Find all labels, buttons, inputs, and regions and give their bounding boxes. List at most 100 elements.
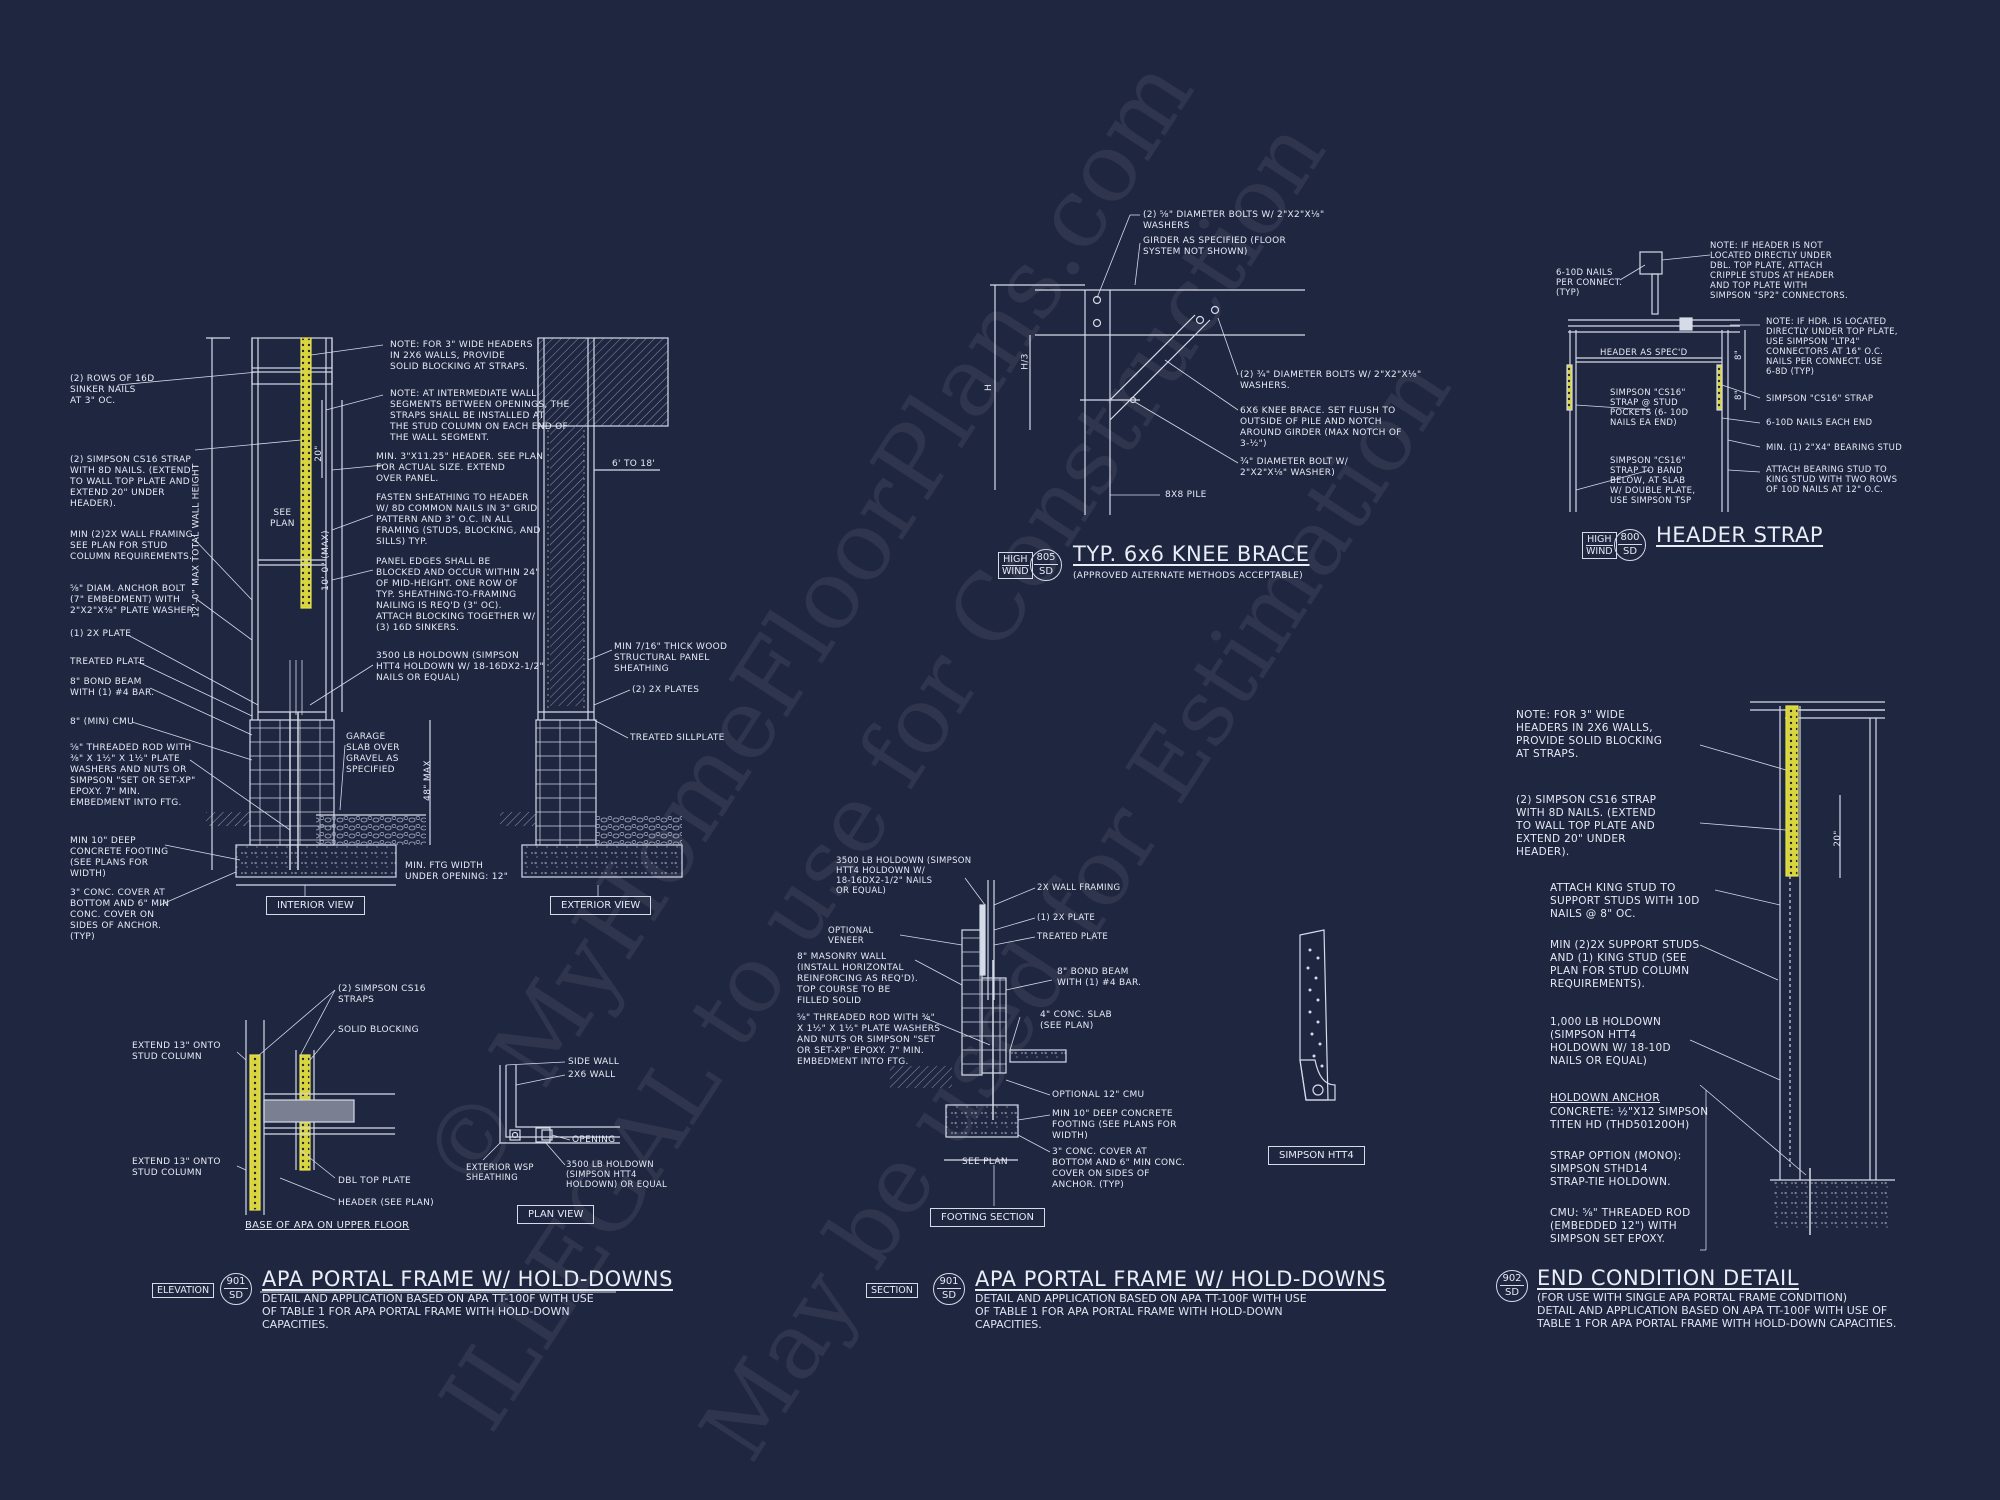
note-2x-plates: (2) 2x PLATES — [632, 685, 700, 695]
note-header-see-plan: HEADER (SEE PLAN) — [338, 1198, 434, 1208]
note-hs-6-10d: 6-10d NAILS PER CONNECT. (TYP) — [1556, 268, 1623, 298]
note-ec-cs16-strap: (2) SIMPSON CS16 STRAP WITH 8d NAILS. (E… — [1516, 794, 1657, 858]
interior-view-drawing — [117, 337, 431, 906]
note-sect-masonry-wall: 8" MASONRY WALL (INSTALL HORIZONTAL REIN… — [797, 952, 919, 1006]
dim-hs-8-bottom: 8" — [1733, 390, 1744, 400]
detail-bubble-800: 800 SD — [1614, 529, 1646, 561]
note-holdown-3500: 3500 LB HOLDOWN (SIMPSON HTT4 HOLDOWN W/… — [376, 651, 544, 683]
note-sect-2x-plate: (1) 2x PLATE — [1037, 913, 1096, 923]
note-cmu: 8" (MIN) CMU — [70, 717, 134, 727]
note-kb-bolts-34: (2) ¾" DIAMETER BOLTS W/ 2"x2"x⅛" WASHER… — [1240, 370, 1422, 391]
dim-kb-h3: H/3 — [1020, 353, 1031, 370]
note-hs-cs16-band: SIMPSON "CS16" STRAP TO BAND BELOW, AT S… — [1610, 456, 1696, 506]
end-condition-desc: (FOR USE WITH SINGLE APA PORTAL FRAME CO… — [1537, 1291, 1897, 1330]
note-rows-16d: (2) ROWS OF 16d SINKER NAILS AT 3" OC. — [70, 374, 155, 406]
note-sect-veneer: OPTIONAL VENEER — [828, 926, 874, 946]
note-ec-support-studs: MIN (2)2X SUPPORT STUDS AND (1) KING STU… — [1550, 939, 1700, 990]
bubble-902-sheet: SD — [1504, 1287, 1520, 1298]
note-footing: MIN 10" DEEP CONCRETE FOOTING (SEE PLANS… — [70, 836, 169, 879]
note-kb-bolts-58: (2) ⅝" DIAMETER BOLTS W/ 2"x2"x⅛" WASHER… — [1143, 210, 1325, 231]
knee-brace-title: TYP. 6x6 KNEE BRACE — [1073, 542, 1310, 566]
note-hs-hdr-located: NOTE: IF HDR. IS LOCATED DIRECTLY UNDER … — [1766, 317, 1898, 377]
section-tag: SECTION — [866, 1283, 918, 1298]
note-anchor-bolt: ⅝" DIAM. ANCHOR BOLT (7" EMBEDMENT) WITH… — [70, 584, 197, 616]
htt4-bracket-drawing — [1299, 929, 1336, 1101]
footing-section-drawing — [890, 877, 1067, 1206]
note-treated-plate: TREATED PLATE — [70, 657, 146, 667]
exterior-view-label: EXTERIOR VIEW — [550, 896, 652, 915]
plan-view-label: PLAN VIEW — [517, 1205, 595, 1224]
bubble-800-num: 800 — [1618, 531, 1642, 545]
note-treated-sillplate: TREATED SILLPLATE — [630, 733, 725, 743]
note-panel-edges: PANEL EDGES SHALL BE BLOCKED AND OCCUR W… — [376, 557, 540, 633]
note-ec-cmu: CMU: ⅝" THREADED ROD (EMBEDDED 12") WITH… — [1550, 1207, 1691, 1245]
note-bond-beam: 8" BOND BEAM WITH (1) #4 BAR. — [70, 677, 155, 698]
note-ec-holdown: 1,000 LB HOLDOWN (SIMPSON HTT4 HOLDOWN W… — [1550, 1016, 1671, 1067]
exterior-view-drawing — [500, 337, 683, 896]
note-min-header: MIN. 3"x11.25" HEADER. SEE PLAN FOR ACTU… — [376, 452, 544, 484]
bubble-901-sect-sheet: SD — [941, 1290, 957, 1301]
note-sect-see-plan: SEE PLAN — [962, 1157, 1008, 1167]
dim-6-to-18: 6' TO 18' — [612, 459, 656, 469]
note-side-wall: SIDE WALL — [568, 1057, 620, 1067]
base-of-apa-label: BASE OF APA ON UPPER FLOOR — [245, 1220, 410, 1231]
end-condition-title: END CONDITION DETAIL — [1537, 1266, 1799, 1290]
note-wall-framing: MIN (2)2X WALL FRAMING. SEE PLAN FOR STU… — [70, 530, 197, 562]
note-sect-holdown: 3500 LB HOLDOWN (SIMPSON HTT4 HOLDOWN W/… — [836, 856, 972, 896]
kb-tag-wind: WIND — [1002, 566, 1029, 577]
bubble-902-num: 902 — [1500, 1272, 1524, 1286]
note-hs-header-spec: HEADER AS SPEC'D — [1600, 348, 1688, 358]
bubble-901-elev-sheet: SD — [228, 1290, 244, 1301]
note-garage-slab: GARAGE SLAB OVER GRAVEL AS SPECIFIED — [346, 732, 400, 775]
knee-brace-drawing — [990, 214, 1305, 515]
detail-bubble-805: 805 SD — [1030, 549, 1062, 581]
header-strap-drawing — [1566, 251, 1761, 512]
note-wsp-sheathing: MIN 7/16" THICK WOOD STRUCTURAL PANEL SH… — [614, 642, 728, 674]
dim-10-ft: 10'-0" (MAX) — [320, 530, 331, 591]
note-exterior-wsp: EXTERIOR WSP SHEATHING — [466, 1163, 534, 1183]
note-ec-3in-headers: NOTE: FOR 3" WIDE HEADERS IN 2x6 WALLS, … — [1516, 709, 1663, 760]
note-fasten-sheathing: FASTEN SHEATHING TO HEADER W/ 8d COMMON … — [376, 493, 541, 547]
note-hs-bearing-stud: MIN. (1) 2"x4" BEARING STUD — [1766, 443, 1903, 453]
detail-bubble-902: 902 SD — [1496, 1270, 1528, 1302]
detail-bubble-901-elev: 901 SD — [220, 1273, 252, 1305]
note-min-ftg-width: MIN. FTG WIDTH UNDER OPENING: 12" — [405, 861, 509, 882]
note-extend-13-bottom: EXTEND 13" ONTO STUD COLUMN — [132, 1157, 221, 1178]
note-hs-attach-bearing: ATTACH BEARING STUD TO KING STUD WITH TW… — [1766, 465, 1898, 495]
note-hs-header-not-located: NOTE: IF HEADER IS NOT LOCATED DIRECTLY … — [1710, 241, 1848, 301]
dim-hs-8-top: 8" — [1733, 350, 1744, 360]
note-extend-13-top: EXTEND 13" ONTO STUD COLUMN — [132, 1041, 221, 1062]
bubble-800-sheet: SD — [1622, 546, 1638, 557]
note-sect-conc-cover: 3" CONC. COVER AT BOTTOM AND 6" MIN CONC… — [1052, 1147, 1186, 1190]
note-conc-cover: 3" CONC. COVER AT BOTTOM AND 6" MIN CONC… — [70, 888, 170, 942]
bubble-805-sheet: SD — [1038, 566, 1054, 577]
note-see-plan: SEE PLAN — [270, 508, 295, 529]
note-kb-girder: GIRDER AS SPECIFIED (FLOOR SYSTEM NOT SH… — [1143, 236, 1287, 257]
note-opening: OPENING — [572, 1135, 616, 1145]
note-ec-holdown-anchor: HOLDOWN ANCHOR — [1550, 1092, 1660, 1104]
note-hs-cs16-strap: SIMPSON "CS16" STRAP — [1766, 394, 1874, 404]
note-plan-holdown: 3500 LB HOLDOWN (SIMPSON HTT4 HOLDOWN) O… — [566, 1160, 668, 1190]
note-sect-bond-beam: 8" BOND BEAM WITH (1) #4 BAR. — [1057, 967, 1142, 988]
dim-12-ft-total: 12'-0" MAX TOTAL WALL HEIGHT — [191, 463, 202, 618]
note-solid-blocking: SOLID BLOCKING — [338, 1025, 419, 1035]
note-kb-pile: 8x8 PILE — [1165, 490, 1207, 500]
note-sect-cmu-12: OPTIONAL 12" CMU — [1052, 1090, 1145, 1100]
hs-tag-wind: WIND — [1586, 546, 1613, 557]
dim-kb-h: H — [984, 383, 995, 392]
elevation-detail-desc: DETAIL AND APPLICATION BASED ON APA TT-1… — [262, 1292, 594, 1331]
header-strap-title: HEADER STRAP — [1656, 523, 1824, 547]
note-ec-king-stud: ATTACH KING STUD TO SUPPORT STUDS WITH 1… — [1550, 882, 1700, 920]
note-hs-cs16-pockets: SIMPSON "CS16" STRAP @ STUD POCKETS (6- … — [1610, 388, 1689, 428]
note-3in-headers: NOTE: FOR 3" WIDE HEADERS IN 2x6 WALLS, … — [390, 340, 533, 372]
hs-tag-high: HIGH — [1586, 534, 1613, 546]
note-2x6-wall: 2x6 WALL — [568, 1070, 616, 1080]
note-hs-6-10d-each: 6-10d NAILS EACH END — [1766, 418, 1873, 428]
elevation-detail-title: APA PORTAL FRAME W/ HOLD-DOWNS — [262, 1267, 673, 1291]
note-2x-plate: (1) 2x PLATE — [70, 629, 132, 639]
dim-48-in: 48" MAX — [422, 760, 433, 801]
base-of-apa-drawing — [236, 989, 395, 1215]
footing-section-label: FOOTING SECTION — [930, 1208, 1046, 1227]
